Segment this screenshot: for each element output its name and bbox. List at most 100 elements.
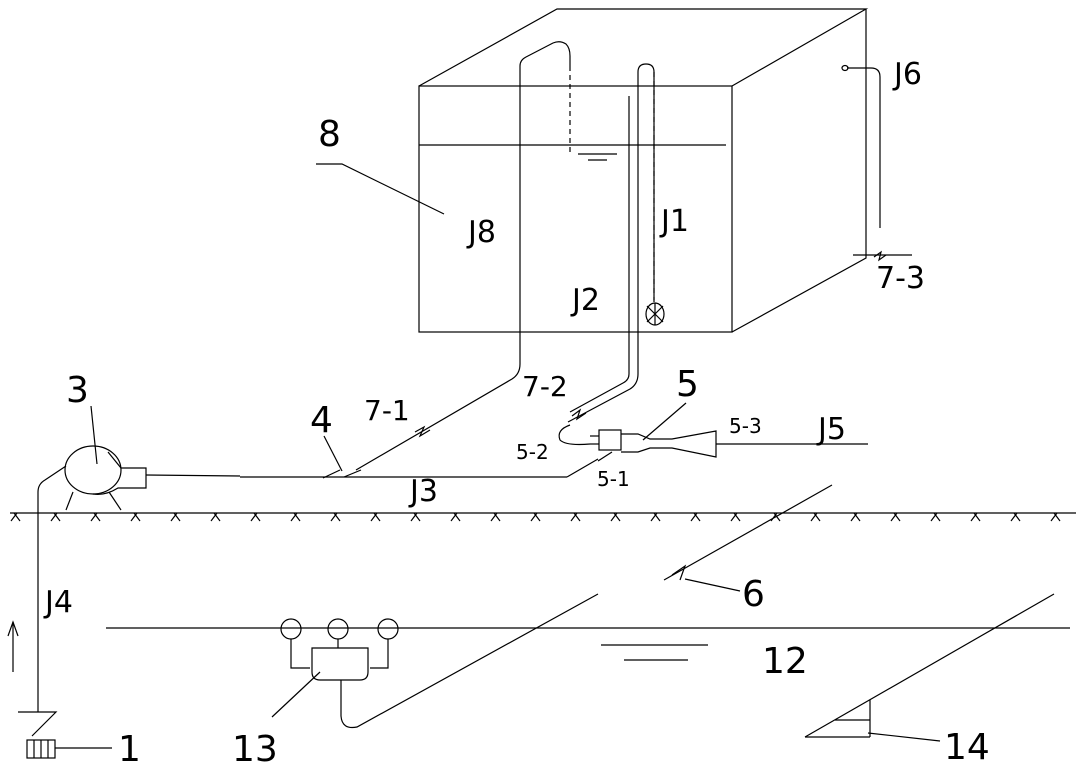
ground-hatch: [730, 512, 738, 522]
device-13: [280, 593, 599, 729]
ground-hatch: [773, 512, 781, 522]
label-j5: J5: [816, 412, 846, 447]
ground-hatch: [1013, 512, 1021, 522]
label-tank-number: 8: [318, 114, 341, 155]
label-strainer-number: 1: [118, 729, 141, 769]
gauge-3: [377, 618, 399, 640]
ground-hatch: [810, 512, 818, 522]
ground-line: [10, 512, 1076, 522]
gauge-1: [280, 618, 302, 640]
pump: [64, 445, 147, 511]
ground-hatch: [130, 512, 138, 522]
label-valve-2: 7-2: [522, 370, 568, 403]
valve-marks: [322, 250, 887, 479]
ground-hatch: [850, 512, 858, 522]
label-j8: J8: [466, 215, 496, 250]
ground-hatch: [970, 512, 978, 522]
leader-lines: [90, 163, 941, 742]
ground-hatch: [250, 512, 258, 522]
ground-hatch: [813, 512, 821, 522]
label-j3: J3: [408, 474, 438, 509]
ground-hatch: [930, 512, 938, 522]
ground-hatch: [733, 512, 741, 522]
water-tank: [418, 8, 869, 333]
pump-outlet: [92, 451, 147, 495]
label-pump-number: 3: [66, 370, 89, 411]
ground-hatch: [610, 512, 618, 522]
label-bottom-number: 14: [944, 727, 990, 768]
ground-hatch: [10, 512, 18, 522]
ejector: [558, 424, 868, 462]
label-valve-1: 7-1: [364, 394, 410, 427]
pipe-j4: [7, 465, 67, 737]
ground-hatch: [493, 512, 501, 522]
strainer: [26, 739, 112, 759]
ground-hatch: [490, 512, 498, 522]
ground-hatch: [893, 512, 901, 522]
up-arrow-icon: [7, 620, 19, 672]
ground-hatch: [50, 512, 58, 522]
ground-hatch: [450, 512, 458, 522]
label-slope-number: 6: [742, 574, 765, 615]
ground-hatch: [690, 512, 698, 522]
ground-hatch: [973, 512, 981, 522]
ground-hatch: [330, 512, 338, 522]
label-j6: J6: [892, 57, 922, 92]
label-ejector-part-1: 5-1: [597, 467, 630, 491]
ground-hatch: [253, 512, 261, 522]
ground-hatch: [373, 512, 381, 522]
label-valve-3: 7-3: [876, 261, 925, 296]
ground-hatch: [890, 512, 898, 522]
ground-hatch: [573, 512, 581, 522]
ground-hatch: [410, 512, 418, 522]
underground-water-level: [106, 627, 1070, 661]
ground-hatch: [90, 512, 98, 522]
slope-14: [804, 593, 1055, 738]
ground-hatch: [1010, 512, 1018, 522]
pipe-j3: [145, 458, 599, 478]
ground-hatch: [93, 512, 101, 522]
pipe-7-2: [567, 63, 665, 423]
label-j2: J2: [570, 283, 600, 318]
gauge-2: [327, 618, 349, 640]
pipe-7-1: [355, 41, 571, 471]
diagram-labels: 8 J8 J2 J1 J6 7-3 3 7-1 4 7-2 5 5-3 J5 5…: [43, 57, 990, 769]
pump-body: [64, 445, 122, 495]
ground-hatch: [213, 512, 221, 522]
ground-hatch: [853, 512, 861, 522]
ground-hatch: [650, 512, 658, 522]
ground-hatch: [1053, 512, 1061, 522]
label-pipe-number: 4: [310, 400, 333, 441]
label-water-level-number: 12: [762, 641, 808, 682]
label-ejector-part-2: 5-2: [516, 440, 549, 464]
label-j4: J4: [43, 585, 73, 620]
ground-hatch: [133, 512, 141, 522]
ground-hatch: [933, 512, 941, 522]
ground-hatch: [413, 512, 421, 522]
ground-hatch: [13, 512, 21, 522]
fan-impeller-icon: [645, 302, 665, 326]
label-ejector-part-3: 5-3: [729, 414, 762, 438]
label-ejector-number: 5: [676, 364, 699, 405]
ground-hatch: [370, 512, 378, 522]
label-device-number: 13: [232, 729, 278, 769]
ground-hatch: [770, 512, 778, 522]
ground-hatch: [530, 512, 538, 522]
tank-water-level-symbol: [578, 153, 617, 161]
ground-hatch: [533, 512, 541, 522]
ground-hatch: [333, 512, 341, 522]
ground-hatch: [613, 512, 621, 522]
tank-top-face: [418, 8, 869, 87]
ground-hatch: [210, 512, 218, 522]
ground-hatch: [453, 512, 461, 522]
ground-hatch: [653, 512, 661, 522]
pipe-7-3: [841, 64, 912, 256]
ground-hatch: [1050, 512, 1058, 522]
tank-side-face: [731, 9, 867, 333]
ground-hatch: [293, 512, 301, 522]
ground-hatch: [170, 512, 178, 522]
ground-hatch: [290, 512, 298, 522]
label-j1: J1: [659, 204, 689, 239]
slope-6: [663, 484, 833, 581]
